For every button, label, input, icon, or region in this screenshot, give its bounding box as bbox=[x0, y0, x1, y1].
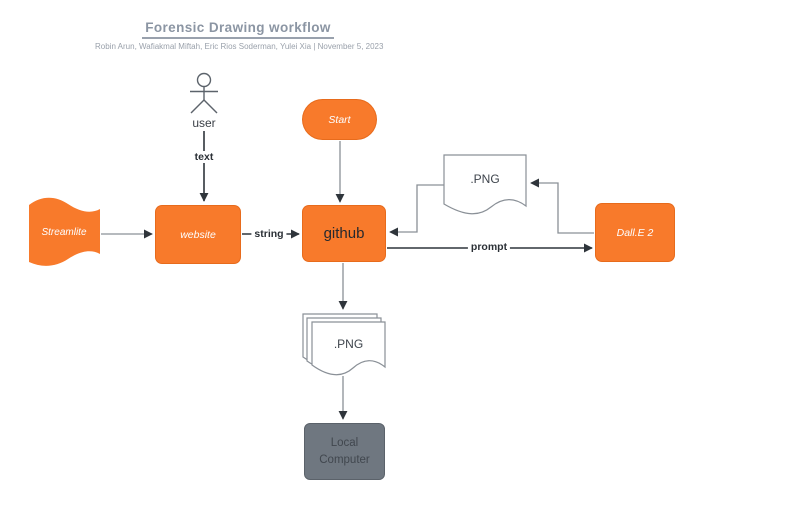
edge-label-string: string bbox=[251, 228, 287, 240]
node-github-label: github bbox=[323, 225, 365, 242]
diagram-header: Forensic Drawing workflow Robin Arun, Wa… bbox=[95, 19, 384, 51]
user-actor-icon bbox=[190, 72, 218, 114]
document-shape bbox=[443, 154, 527, 215]
page-title: Forensic Drawing workflow bbox=[142, 20, 334, 39]
page-subtitle: Robin Arun, Wafiakmal Miftah, Eric Rios … bbox=[95, 42, 384, 51]
edge-label-text: text bbox=[191, 151, 217, 163]
node-github: github bbox=[302, 205, 386, 262]
wave-shape bbox=[29, 197, 100, 266]
node-streamlite-label: Streamlite bbox=[41, 227, 87, 238]
multi-document-shape bbox=[302, 313, 386, 376]
node-start-label: Start bbox=[328, 113, 351, 126]
node-website-label: website bbox=[180, 228, 216, 241]
node-dalle: Dall.E 2 bbox=[595, 203, 675, 262]
node-local-computer-label: Local Computer bbox=[319, 436, 370, 466]
edge-png-to-github bbox=[389, 184, 444, 237]
node-start: Start bbox=[302, 99, 377, 140]
edge-label-prompt: prompt bbox=[467, 241, 511, 253]
node-user-label: user bbox=[192, 116, 216, 130]
node-local-computer: Local Computer bbox=[304, 423, 385, 480]
node-website: website bbox=[155, 205, 241, 264]
edge-dalle-to-png bbox=[530, 178, 594, 234]
node-png-batch-label: .PNG bbox=[333, 337, 364, 351]
node-png-output-label: .PNG bbox=[470, 172, 500, 186]
node-dalle-label: Dall.E 2 bbox=[616, 226, 654, 239]
